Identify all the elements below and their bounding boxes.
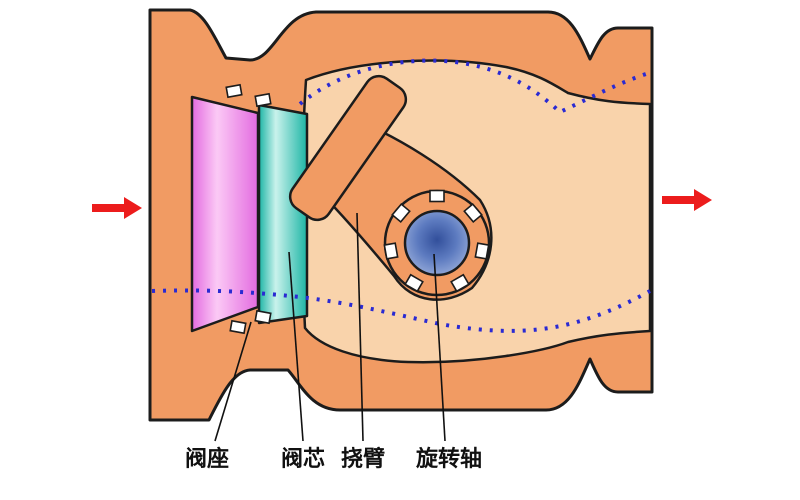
valve-disc: [257, 103, 309, 325]
clip-top-right: [254, 92, 272, 108]
hub-lug: [429, 189, 445, 203]
label-seat: 阀座: [185, 446, 229, 471]
clip-bottom-left: [229, 319, 247, 335]
rotation-shaft: [403, 209, 471, 277]
label-shaft: 旋转轴: [416, 446, 482, 471]
leader-line-arm: [356, 212, 364, 442]
hub-lug: [383, 242, 399, 260]
outlet-arrow-icon: [662, 189, 712, 211]
clip-top-left: [225, 83, 243, 99]
swing-arm-paddle: [288, 74, 408, 222]
hub-lug: [450, 273, 470, 293]
label-disc: 阀芯: [281, 446, 325, 471]
hub-lug: [391, 202, 411, 224]
label-arm: 挠臂: [341, 446, 385, 471]
clip-bottom-right: [254, 309, 272, 325]
hub-lug: [463, 202, 483, 224]
valve-seat: [190, 95, 260, 333]
leader-line-shaft: [433, 253, 446, 442]
hub-lug: [404, 273, 424, 293]
seat-clips: [225, 83, 272, 335]
flow-line-bottom: [151, 288, 651, 333]
hub-lugs: [383, 189, 490, 293]
hub-lug: [474, 242, 490, 260]
swing-arm: [288, 74, 493, 301]
leader-lines: [214, 212, 446, 442]
leader-line-seat: [214, 321, 252, 442]
part-labels: 阀座 阀芯 挠臂 旋转轴: [185, 446, 482, 471]
inlet-arrow-icon: [92, 197, 142, 219]
leader-line-disc: [288, 251, 304, 442]
